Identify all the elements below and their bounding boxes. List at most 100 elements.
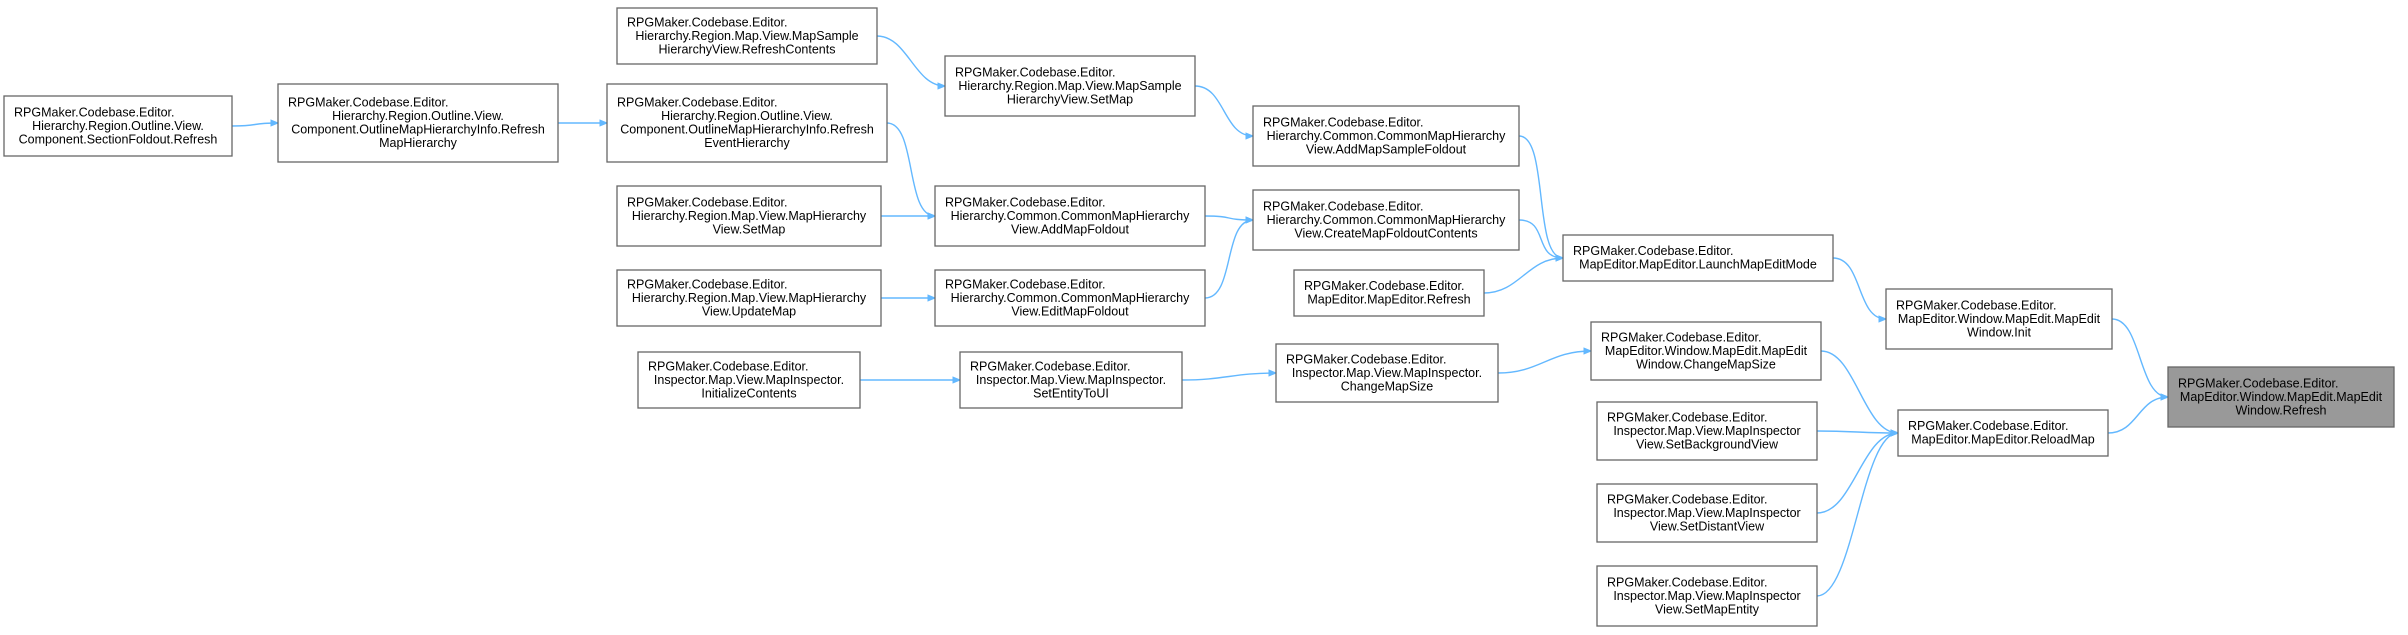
node-label-line: Inspector.Map.View.MapInspector. (976, 373, 1166, 387)
node-label-line: Inspector.Map.View.MapInspector (1613, 424, 1800, 438)
graph-node-launch[interactable]: RPGMaker.Codebase.Editor.MapEditor.MapEd… (1562, 234, 1834, 282)
edges-layer (231, 35, 2168, 597)
node-label-line: View.SetDistantView (1650, 519, 1765, 533)
node-label-line: RPGMaker.Codebase.Editor. (1263, 115, 1424, 129)
graph-node-setbackgroundview[interactable]: RPGMaker.Codebase.Editor.Inspector.Map.V… (1596, 401, 1818, 461)
node-box (944, 55, 1196, 117)
node-box (1590, 321, 1822, 381)
node-label-line: RPGMaker.Codebase.Editor. (617, 96, 778, 110)
node-label-line: Hierarchy.Region.Outline.View. (332, 109, 504, 123)
node-box (1596, 401, 1818, 461)
node-label-line: RPGMaker.Codebase.Editor. (1896, 298, 2057, 312)
node-box (616, 185, 882, 247)
node-box (1596, 565, 1818, 627)
node-label-line: Component.OutlineMapHierarchyInfo.Refres… (291, 123, 545, 137)
node-label-line: Hierarchy.Common.CommonMapHierarchy (1267, 213, 1506, 227)
node-label-line: RPGMaker.Codebase.Editor. (945, 277, 1106, 291)
call-edge (1204, 215, 1253, 220)
node-label-line: MapEditor.MapEditor.Refresh (1307, 293, 1470, 307)
node-label-line: RPGMaker.Codebase.Editor. (627, 15, 788, 29)
node-box (1252, 189, 1520, 251)
node-box (1885, 288, 2113, 350)
node-label-line: View.SetBackgroundView (1636, 437, 1779, 451)
graph-node-sample-refreshcontents[interactable]: RPGMaker.Codebase.Editor.Hierarchy.Regio… (616, 7, 878, 65)
node-label-line: Component.SectionFoldout.Refresh (19, 132, 218, 146)
call-edge (886, 122, 935, 216)
graph-node-hier-setmap[interactable]: RPGMaker.Codebase.Editor.Hierarchy.Regio… (616, 185, 882, 247)
node-label-line: EventHierarchy (704, 136, 790, 150)
graph-node-insp-initcontents[interactable]: RPGMaker.Codebase.Editor.Inspector.Map.V… (637, 351, 861, 409)
node-label-line: MapEditor.Window.MapEdit.MapEdit (1605, 344, 1808, 358)
graph-node-mapeditor-refresh[interactable]: RPGMaker.Codebase.Editor.MapEditor.MapEd… (1293, 269, 1485, 317)
call-edge (1832, 257, 1886, 319)
graph-node-setdistantview[interactable]: RPGMaker.Codebase.Editor.Inspector.Map.V… (1596, 483, 1818, 543)
node-box (637, 351, 861, 409)
node-box (959, 351, 1183, 409)
node-label-line: RPGMaker.Codebase.Editor. (1607, 492, 1768, 506)
graph-node-sectionfoldout[interactable]: RPGMaker.Codebase.Editor.Hierarchy.Regio… (3, 95, 233, 157)
node-label-line: RPGMaker.Codebase.Editor. (1601, 330, 1762, 344)
graph-node-addmapfoldout[interactable]: RPGMaker.Codebase.Editor.Hierarchy.Commo… (934, 185, 1206, 247)
node-box (3, 95, 233, 157)
node-box (934, 185, 1206, 247)
graph-node-insp-setentitytoui[interactable]: RPGMaker.Codebase.Editor.Inspector.Map.V… (959, 351, 1183, 409)
graph-node-hier-updatemap[interactable]: RPGMaker.Codebase.Editor.Hierarchy.Regio… (616, 269, 882, 327)
call-edge (876, 35, 945, 86)
node-label-line: Window.Init (1967, 325, 2031, 339)
node-box (1293, 269, 1485, 317)
call-edge (2107, 397, 2168, 434)
node-label-line: View.EditMapFoldout (1011, 304, 1129, 318)
call-edge (1816, 433, 1898, 597)
node-label-line: Inspector.Map.View.MapInspector (1613, 506, 1800, 520)
node-label-line: Hierarchy.Region.Outline.View. (661, 109, 833, 123)
node-label-line: Hierarchy.Region.Map.View.MapSample (635, 29, 858, 43)
node-box (2167, 366, 2395, 428)
node-label-line: MapHierarchy (379, 136, 458, 150)
node-label-line: RPGMaker.Codebase.Editor. (1607, 410, 1768, 424)
node-label-line: Inspector.Map.View.MapInspector. (654, 373, 844, 387)
node-label-line: View.UpdateMap (702, 304, 796, 318)
graph-node-editmapfoldout[interactable]: RPGMaker.Codebase.Editor.Hierarchy.Commo… (934, 269, 1206, 327)
graph-node-refreshmaphierarchy[interactable]: RPGMaker.Codebase.Editor.Hierarchy.Regio… (277, 83, 559, 163)
node-label-line: View.CreateMapFoldoutContents (1294, 226, 1477, 240)
graph-node-refresh-target[interactable]: RPGMaker.Codebase.Editor.MapEditor.Windo… (2167, 366, 2395, 428)
node-label-line: RPGMaker.Codebase.Editor. (1607, 575, 1768, 589)
node-label-line: ChangeMapSize (1341, 379, 1433, 393)
node-label-line: InitializeContents (701, 386, 796, 400)
node-label-line: RPGMaker.Codebase.Editor. (1286, 352, 1447, 366)
node-label-line: Component.OutlineMapHierarchyInfo.Refres… (620, 123, 874, 137)
graph-node-createfoldout[interactable]: RPGMaker.Codebase.Editor.Hierarchy.Commo… (1252, 189, 1520, 251)
graph-node-setmapentity[interactable]: RPGMaker.Codebase.Editor.Inspector.Map.V… (1596, 565, 1818, 627)
graph-node-addsamplefoldout[interactable]: RPGMaker.Codebase.Editor.Hierarchy.Commo… (1252, 105, 1520, 167)
node-box (616, 269, 882, 327)
graph-node-refresheventhierarchy[interactable]: RPGMaker.Codebase.Editor.Hierarchy.Regio… (606, 83, 888, 163)
node-label-line: Window.ChangeMapSize (1636, 357, 1776, 371)
graph-node-reloadmap[interactable]: RPGMaker.Codebase.Editor.MapEditor.MapEd… (1897, 409, 2109, 457)
node-label-line: Hierarchy.Region.Map.View.MapHierarchy (632, 291, 867, 305)
graph-node-init[interactable]: RPGMaker.Codebase.Editor.MapEditor.Windo… (1885, 288, 2113, 350)
node-label-line: Hierarchy.Region.Outline.View. (32, 119, 204, 133)
node-label-line: RPGMaker.Codebase.Editor. (1908, 419, 2069, 433)
node-label-line: RPGMaker.Codebase.Editor. (1573, 244, 1734, 258)
node-box (1897, 409, 2109, 457)
graph-node-insp-changemapsize[interactable]: RPGMaker.Codebase.Editor.Inspector.Map.V… (1275, 343, 1499, 403)
call-edge (2111, 318, 2168, 397)
node-label-line: Hierarchy.Common.CommonMapHierarchy (1267, 129, 1506, 143)
node-label-line: RPGMaker.Codebase.Editor. (288, 96, 449, 110)
call-edge (1497, 351, 1591, 374)
graph-node-window-changemapsize[interactable]: RPGMaker.Codebase.Editor.MapEditor.Windo… (1590, 321, 1822, 381)
node-label-line: RPGMaker.Codebase.Editor. (1263, 199, 1424, 213)
call-edge (1816, 433, 1898, 514)
node-label-line: HierarchyView.RefreshContents (659, 42, 836, 56)
node-box (606, 83, 888, 163)
node-label-line: SetEntityToUI (1033, 386, 1109, 400)
node-label-line: Hierarchy.Common.CommonMapHierarchy (951, 209, 1190, 223)
node-label-line: Inspector.Map.View.MapInspector (1613, 589, 1800, 603)
graph-node-sample-setmap[interactable]: RPGMaker.Codebase.Editor.Hierarchy.Regio… (944, 55, 1196, 117)
node-label-line: MapEditor.Window.MapEdit.MapEdit (2180, 390, 2383, 404)
node-label-line: HierarchyView.SetMap (1007, 92, 1133, 106)
node-box (1562, 234, 1834, 282)
call-edge (231, 123, 278, 126)
node-label-line: RPGMaker.Codebase.Editor. (945, 195, 1106, 209)
